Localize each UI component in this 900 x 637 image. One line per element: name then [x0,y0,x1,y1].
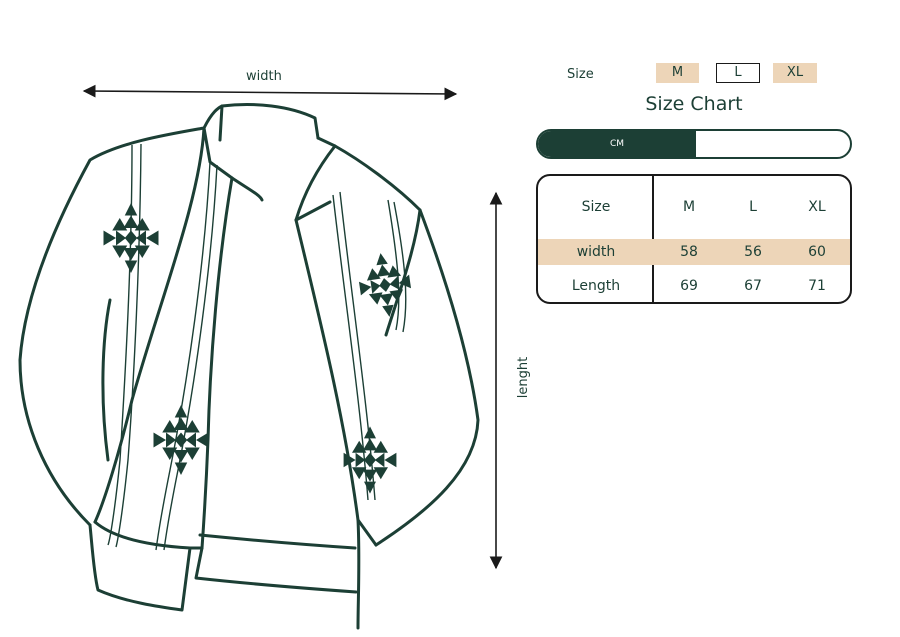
size-option-l[interactable]: L [716,63,760,83]
table-cell: 67 [744,278,762,294]
length-dimension-label: lenght [516,356,532,399]
table-cell: 60 [808,244,826,260]
table-cell: 71 [808,278,826,294]
jacket-stripes [107,143,407,551]
width-arrow [82,84,458,101]
size-chart-title: Size Chart [645,93,743,115]
table-header-cell: M [682,199,696,215]
table-row: Length 69 67 71 [538,273,850,299]
size-option-xl[interactable]: XL [773,63,817,83]
table-cell: 69 [680,278,698,294]
table-row: width 58 56 60 [538,239,850,265]
size-table: Size M L XL width 58 56 60 Length 69 67 … [536,174,852,304]
size-selector-label: Size [567,67,594,82]
table-header-row: Size M L XL [538,194,850,220]
table-cell: 58 [680,244,698,260]
jacket-motifs [103,203,415,494]
table-header-cell: XL [808,199,826,215]
table-row-label: width [576,244,616,260]
unit-toggle[interactable]: CM [536,129,852,159]
table-cell: 56 [744,244,762,260]
table-header-cell: Size [581,199,611,215]
unit-option-cm[interactable]: CM [538,131,696,157]
table-header-cell: L [749,199,757,215]
jacket-outline [18,103,480,630]
size-option-m[interactable]: M [656,63,699,83]
table-row-label: Length [571,278,621,294]
width-dimension-label: width [246,69,282,84]
